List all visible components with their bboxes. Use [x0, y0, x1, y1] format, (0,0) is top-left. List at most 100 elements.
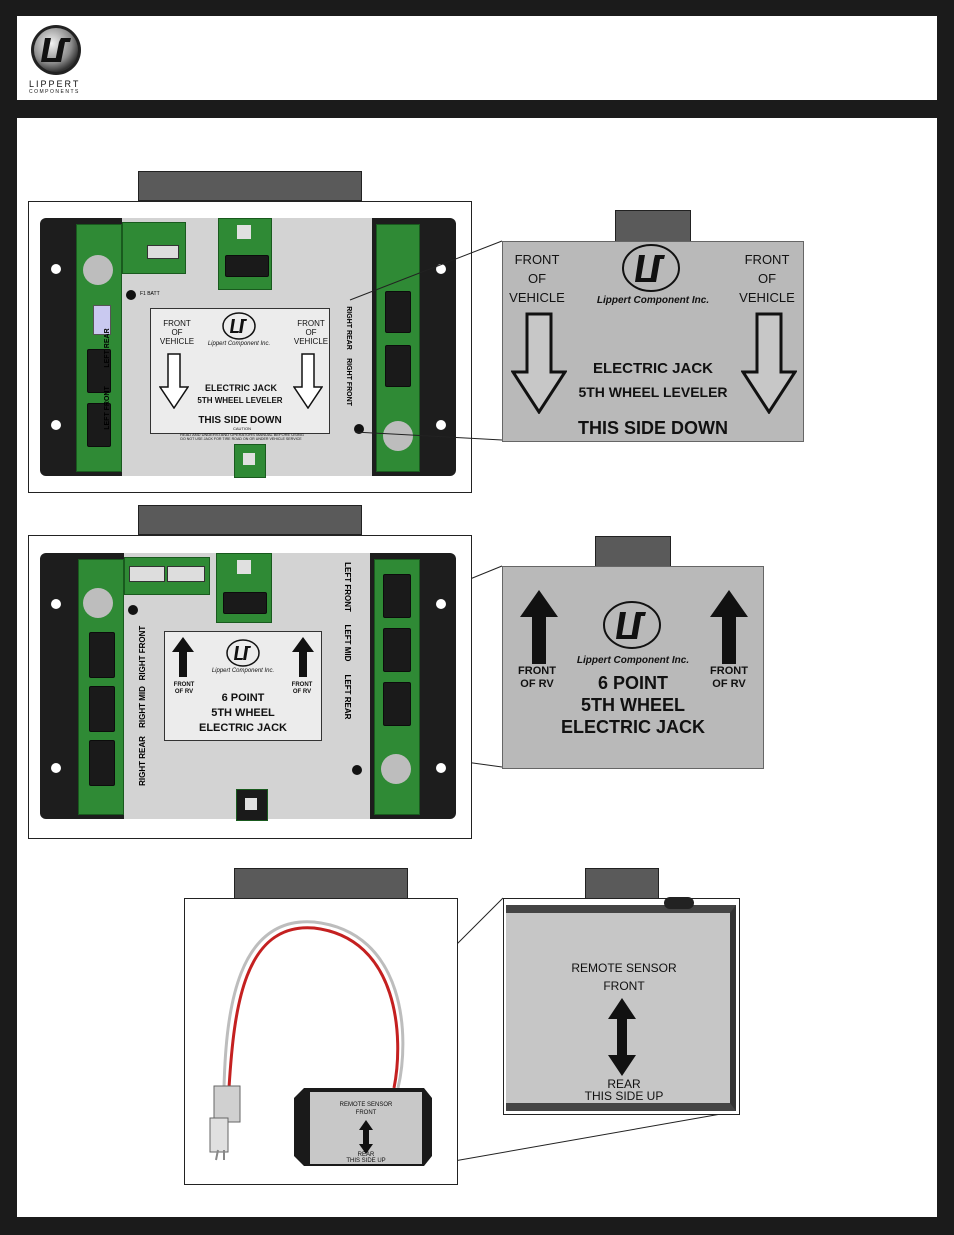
sensor-line2: FRONT [355, 1110, 377, 1116]
label-right-rear: RIGHT REAR [138, 736, 147, 786]
title-line1: 6 POINT [221, 692, 265, 704]
panel1-module-tab [138, 171, 362, 201]
port-connector [385, 291, 411, 333]
zoom-title-line2: 5TH WHEEL [580, 695, 685, 715]
title-line3: ELECTRIC JACK [198, 722, 287, 734]
power-connector [225, 255, 269, 277]
title-line1: ELECTRIC JACK [204, 383, 277, 393]
sensor-connector [147, 245, 179, 259]
port-connector [89, 632, 115, 678]
sensor-header-board [122, 222, 186, 274]
arrow-down-icon [293, 353, 323, 409]
arrow-up-icon [172, 637, 194, 677]
arrow-up-icon [710, 590, 748, 664]
header-board [124, 557, 210, 595]
label-left-mid: LEFT MID [343, 624, 352, 662]
header-bar: LIPPERT COMPONENTS [17, 16, 937, 100]
panel3-label-tab [585, 868, 659, 899]
batt-fuse-label: F1 BATT [140, 291, 160, 297]
zoom-title-line1: 6 POINT [597, 673, 668, 693]
mount-hole [436, 264, 446, 274]
side-label: THIS SIDE DOWN [198, 415, 282, 426]
right-circuit-board [374, 559, 420, 815]
port-connector [89, 740, 115, 786]
batt-fuse [128, 605, 138, 615]
mount-hole [436, 420, 446, 430]
warning-line3: DO NOT USE JACK FOR TIRE ROAD ON OR UNDE… [180, 437, 302, 441]
terminal-screw [243, 453, 255, 465]
mtr-fuse [354, 424, 364, 434]
panel2-label-tab [595, 536, 671, 568]
zoom-sensor-line3: REAR [607, 1077, 641, 1091]
bottom-ground-terminal [234, 444, 266, 478]
zoom-title-line3: ELECTRIC JACK [560, 717, 705, 737]
zoom-sensor-line1: REMOTE SENSOR [571, 961, 677, 975]
lci-logo-icon [622, 244, 680, 292]
label-right-mid: RIGHT MID [138, 686, 147, 728]
brand-line1: LIPPERT [29, 79, 81, 89]
lci-logo-icon [603, 601, 661, 649]
panel1-label-tab [615, 210, 691, 242]
arrow-down-icon [741, 312, 797, 414]
sensor-line1: REMOTE SENSOR [339, 1102, 393, 1108]
mount-hole [51, 599, 61, 609]
capacitor [83, 588, 113, 618]
lci-logo-icon [222, 312, 256, 340]
warning-line1: CAUTION [233, 426, 251, 431]
left-circuit-board [76, 224, 122, 472]
company-name: Lippert Component Inc. [207, 341, 271, 347]
panel3-sensor-tab [234, 868, 408, 899]
company-name: Lippert Component Inc. [211, 668, 275, 674]
mount-hole [51, 763, 61, 773]
brand-line2: COMPONENTS [29, 89, 80, 95]
double-arrow-icon [608, 998, 636, 1076]
arrow-down-icon [511, 312, 567, 414]
port-connector [383, 682, 411, 726]
zoom-company-name: Lippert Component Inc. [576, 655, 690, 666]
zoom-company-name: Lippert Component Inc. [596, 295, 710, 306]
terminal-screw [245, 798, 257, 810]
capacitor [383, 421, 413, 451]
zoom-title-line2: 5TH WHEEL LEVELER [578, 384, 728, 400]
capacitor [381, 754, 411, 784]
label-left-front: LEFT FRONT [343, 562, 352, 612]
terminal-screw [237, 560, 251, 574]
top-power-terminal [216, 553, 272, 623]
header-connector [129, 566, 165, 582]
lci-logo-icon [226, 639, 260, 667]
panel3-sensor-zoom: REMOTE SENSOR FRONT REAR THIS SIDE UP [503, 897, 740, 1115]
sensor-cable-knob [664, 897, 694, 909]
arrow-down-icon [159, 353, 189, 409]
port-connector [383, 628, 411, 672]
sensor-line3: REAR [357, 1152, 375, 1158]
left-circuit-board [78, 559, 124, 815]
right-circuit-board [376, 224, 420, 472]
mtr-fuse [352, 765, 362, 775]
zoom-sensor-line2: FRONT [603, 979, 645, 993]
port-connector [385, 345, 411, 387]
label-right-front: RIGHT FRONT [138, 625, 147, 681]
top-power-terminal [218, 218, 272, 290]
port-connector [383, 574, 411, 618]
port-connector [87, 349, 111, 393]
remote-sensor-illustration [209, 920, 432, 1166]
lci-logo: LIPPERT COMPONENTS [25, 24, 87, 95]
title-line2: 5TH WHEEL [211, 707, 275, 719]
warning-line2: READ AND UNDERSTAND OPERATORS MANUAL BEF… [180, 432, 304, 437]
panel2-module-tab [138, 505, 362, 535]
batt-fuse [126, 290, 136, 300]
zoom-title-line1: ELECTRIC JACK [592, 360, 713, 377]
mount-hole [51, 420, 61, 430]
